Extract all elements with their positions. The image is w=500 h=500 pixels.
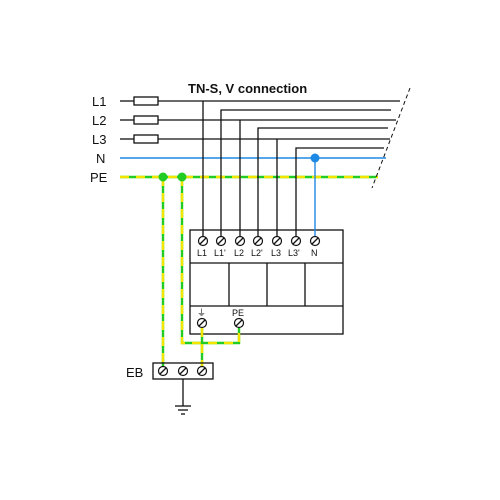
surge-protector-device (189, 229, 344, 335)
terminal-screw (234, 235, 246, 247)
terminal-screw (271, 235, 283, 247)
bottom-terminals: ⏚ PE (196, 308, 245, 329)
bus-l3 (120, 134, 390, 144)
terminal-screw (233, 317, 245, 329)
terminal-label-n: N (311, 248, 318, 258)
terminal-label-l1-prime: L1' (214, 248, 226, 258)
terminal-screw (290, 235, 302, 247)
terminal-label-l2: L2 (234, 248, 244, 258)
terminal-screw (177, 365, 189, 377)
terminal-label-l2-prime: L2' (251, 248, 263, 258)
terminal-labels: L1 L1' L2 L2' L3 L3' N (197, 248, 318, 258)
terminal-screw (196, 317, 208, 329)
terminal-label-l3-prime: L3' (288, 248, 300, 258)
bus-l2 (120, 115, 396, 125)
pe-wiring (158, 172, 241, 366)
bus-l1 (120, 96, 400, 106)
earth-bar-label: EB (126, 365, 143, 380)
terminal-label-pe: PE (232, 308, 244, 318)
diagram-title: TN-S, V connection (188, 81, 307, 96)
junction-pe-2 (177, 172, 187, 182)
ground-symbol-label: ⏚ (197, 308, 206, 318)
terminal-label-l3: L3 (271, 248, 281, 258)
terminal-screw (197, 235, 209, 247)
junction-pe-1 (158, 172, 168, 182)
terminal-screw (215, 235, 227, 247)
label-l1: L1 (92, 94, 106, 109)
label-pe: PE (90, 170, 108, 185)
terminal-screw (309, 235, 321, 247)
top-terminals (197, 235, 321, 247)
terminal-screw (157, 365, 169, 377)
label-n: N (96, 151, 105, 166)
junction-n (310, 153, 320, 163)
terminal-label-l1: L1 (197, 248, 207, 258)
feed-wires (202, 101, 391, 236)
break-line (371, 87, 411, 189)
ground-icon (175, 379, 191, 415)
fuse-l2 (133, 115, 159, 125)
label-l3: L3 (92, 132, 106, 147)
terminal-screw (196, 365, 208, 377)
fuse-l3 (133, 134, 159, 144)
earth-bar: EB (126, 362, 214, 380)
label-l2: L2 (92, 113, 106, 128)
fuse-l1 (133, 96, 159, 106)
terminal-screw (252, 235, 264, 247)
